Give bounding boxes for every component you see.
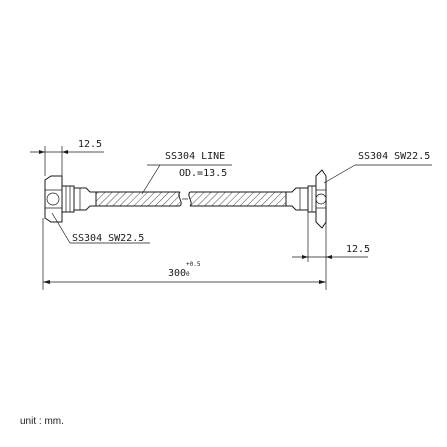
dim-left-end-label: 12.5	[78, 139, 102, 150]
break-line-right	[188, 191, 192, 207]
break-line-left	[178, 191, 182, 207]
unit-note: unit : mm.	[20, 416, 64, 427]
leader-right-nut	[323, 164, 432, 184]
dim-right-end	[292, 212, 368, 290]
total-length-tol-upper: +0.5	[186, 261, 201, 268]
braided-hose	[96, 191, 286, 207]
dim-right-end-label: 12.5	[346, 244, 370, 255]
total-length-tol-lower: 0	[186, 271, 190, 278]
dim-total-length	[42, 218, 326, 290]
leader-left-nut	[51, 212, 150, 244]
left-nut-label: SS304 SW22.5	[72, 233, 144, 244]
dim-left-end	[30, 146, 104, 176]
line-spec-label: SS304 LINE	[165, 151, 225, 162]
leader-line-spec	[141, 164, 232, 195]
left-end-fitting	[44, 175, 97, 223]
total-length-label: 300	[168, 268, 186, 279]
right-end-fitting	[285, 169, 327, 229]
right-nut-label: SS304 SW22.5	[358, 151, 430, 162]
outer-diameter-label: OD.=13.5	[179, 168, 227, 179]
